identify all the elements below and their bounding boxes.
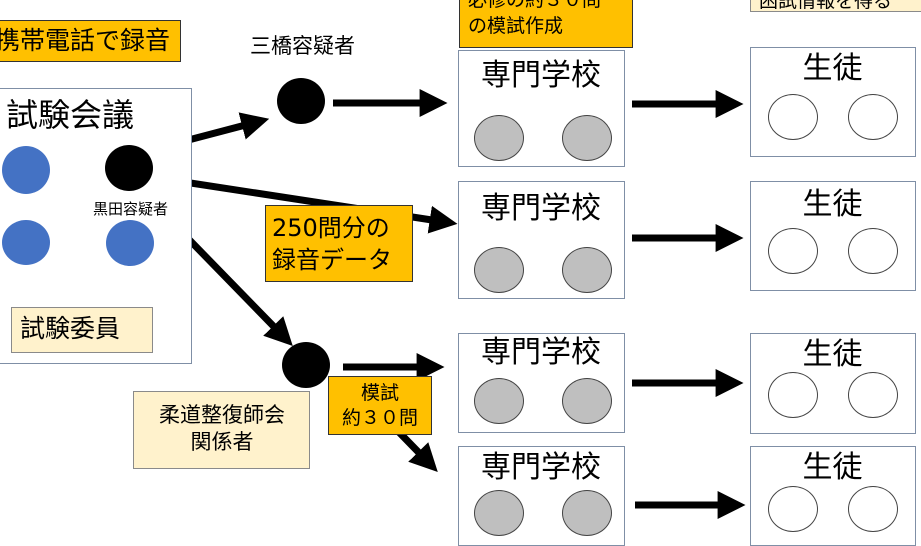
school-dot <box>474 490 524 536</box>
student-dot <box>848 372 898 418</box>
exam-committee-text: 試験委員 <box>20 314 121 343</box>
judo-associate-label: 柔道整復師会 関係者 <box>133 391 310 469</box>
student-dot <box>768 486 818 532</box>
student-dot <box>768 228 818 274</box>
exam-member-dot <box>106 220 154 266</box>
kuroda-dot <box>105 145 153 191</box>
school-dot <box>474 115 524 161</box>
student-dot <box>848 94 898 140</box>
judo-associate-dot <box>282 342 330 388</box>
school-dot <box>562 115 612 161</box>
topright-partial-label: 困試情報を得る <box>750 0 921 12</box>
mitsuhashi-dot <box>277 78 325 124</box>
school-title: 専門学校 <box>481 335 601 370</box>
student-dot <box>848 486 898 532</box>
school-dot <box>562 247 612 293</box>
judo-associate-text: 柔道整復師会 関係者 <box>159 403 285 455</box>
mock-exam-label: 模試 約３０問 <box>328 376 432 435</box>
school-dot <box>474 378 524 424</box>
recording-data-label: 250問分の 録音データ <box>265 205 413 282</box>
exam-member-dot <box>2 146 50 194</box>
exam-meeting-title: 試験会議 <box>6 96 135 134</box>
exam-member-dot <box>2 220 50 265</box>
student-dot <box>768 94 818 140</box>
kuroda-label: 黒田容疑者 <box>93 200 169 218</box>
student-title: 生徒 <box>802 450 863 485</box>
school-title: 専門学校 <box>481 450 601 485</box>
student-title: 生徒 <box>802 337 863 372</box>
student-dot <box>848 228 898 274</box>
required-mock-text: 必修の約３０問 の模試作成 <box>468 0 602 37</box>
exam-committee-label: 試験委員 <box>11 307 153 353</box>
student-dot <box>768 372 818 418</box>
student-title: 生徒 <box>802 51 863 86</box>
school-dot <box>562 378 612 424</box>
student-title: 生徒 <box>802 187 863 222</box>
school-dot <box>474 247 524 293</box>
school-dot <box>562 490 612 536</box>
school-title: 専門学校 <box>481 58 601 93</box>
recording-data-text: 250問分の 録音データ <box>272 214 392 275</box>
topright-partial-text: 困試情報を得る <box>759 0 893 12</box>
mock-exam-text: 模試 約３０問 <box>341 382 418 429</box>
school-title: 専門学校 <box>481 191 601 226</box>
phone-recording-text: 携帯電話で録音 <box>0 26 171 55</box>
required-mock-label: 必修の約３０問 の模試作成 <box>459 0 633 48</box>
phone-recording-label: 携帯電話で録音 <box>0 20 181 62</box>
mitsuhashi-label: 三橋容疑者 <box>250 34 355 58</box>
